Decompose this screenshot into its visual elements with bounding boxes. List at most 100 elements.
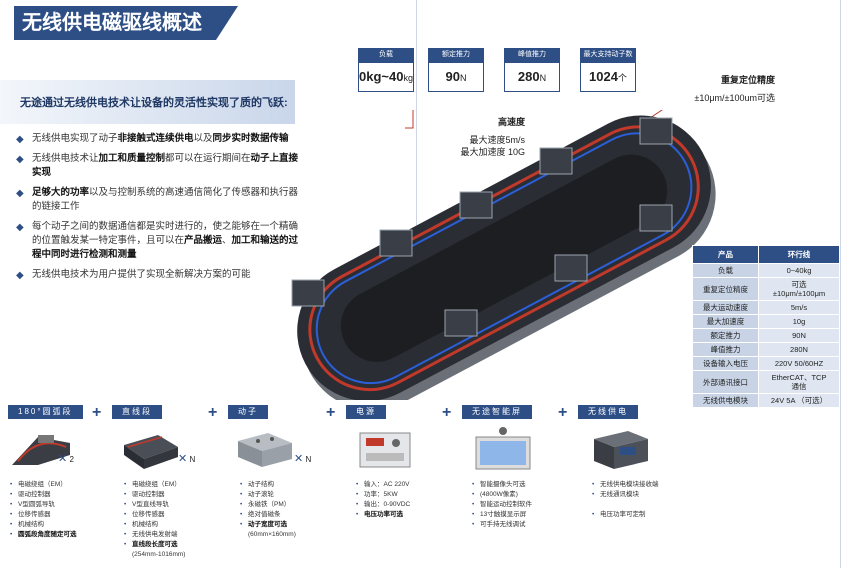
table-value-cell: 5m/s xyxy=(758,300,840,315)
list-item-highlight: 电压功率可选 xyxy=(356,510,410,520)
feature-bullet: ◆足够大的功率以及与控制系统的高速通信简化了传感器和执行器的链接工作 xyxy=(16,187,299,212)
quantity-label: ✕ N xyxy=(294,453,312,465)
list-item: 电磁绕组（EM） xyxy=(124,480,185,490)
plus-icon: + xyxy=(442,404,452,421)
spec-label: 额定推力 xyxy=(428,48,484,62)
list-item: 驱动控制器 xyxy=(124,490,185,500)
list-item: 电压功率可定制 xyxy=(592,510,659,520)
table-value-cell: 90N xyxy=(758,328,840,343)
spec-label: 负载 xyxy=(358,48,414,62)
list-item-highlight: 圆弧段角度随定可选 xyxy=(10,530,77,540)
list-item: 输出：0-90VDC xyxy=(356,500,410,510)
list-item: 位移传感器 xyxy=(124,510,185,520)
product-tab-screen: 无途智能屏 xyxy=(462,405,532,419)
spec-rated-thrust: 额定推力 90N xyxy=(428,48,484,92)
list-item: (4800W像素) xyxy=(472,490,532,500)
table-key-cell: 额定推力 xyxy=(691,328,760,343)
mover xyxy=(639,117,673,145)
callout-head: 重复定位精度 xyxy=(720,75,775,85)
mover xyxy=(444,309,478,337)
diamond-icon: ◆ xyxy=(16,134,24,145)
callout-line: 最大加速度 10G xyxy=(460,147,525,157)
table-header: 产品 xyxy=(691,245,760,264)
product-list-screen: 智能摄像头可选(4800W像素)智能运动控制软件13寸触摸显示屏可手持无线调试 xyxy=(472,480,532,530)
quantity-label: ✕ N xyxy=(178,453,196,465)
table-header: 环行线 xyxy=(758,245,840,264)
power-supply-image xyxy=(359,432,411,468)
list-item: 输入：AC 220V xyxy=(356,480,410,490)
track-inner xyxy=(340,154,668,362)
list-item: 位移传感器 xyxy=(10,510,77,520)
table-key-cell: 设备输入电压 xyxy=(691,356,760,371)
table-row: 重复定位精度可选±10μm/±100μm xyxy=(691,277,840,301)
product-tab-wireless: 无线供电 xyxy=(578,405,638,419)
spec-label: 最大支持动子数 xyxy=(580,48,636,62)
smart-screen-image xyxy=(475,427,531,470)
list-item-note: (60mm×160mm) xyxy=(248,531,296,538)
spec-value: 1024个 xyxy=(580,62,636,92)
table-key-cell: 负载 xyxy=(691,263,760,278)
table-key-cell: 峰值推力 xyxy=(691,342,760,357)
product-list-straight: 电磁绕组（EM）驱动控制器V型直线导轨位移传感器机械结构无线供电发射端直线段长度… xyxy=(124,480,185,560)
list-item: 动子结构 xyxy=(240,480,296,490)
plus-icon: + xyxy=(208,404,218,421)
list-item: 驱动控制器 xyxy=(10,490,77,500)
quantity-label: ✕ 2 xyxy=(58,453,74,465)
arc-segment-image xyxy=(12,435,70,465)
diamond-icon: ◆ xyxy=(16,222,24,233)
callout-head: 高速度 xyxy=(497,117,525,127)
diamond-icon: ◆ xyxy=(16,154,24,165)
mover xyxy=(459,191,493,219)
table-value-cell: 0~40kg xyxy=(758,263,840,278)
list-item: 永磁铁（PM） xyxy=(240,500,296,510)
product-tab-straight: 直线段 xyxy=(112,405,162,419)
list-item: V型直线导轨 xyxy=(124,500,185,510)
product-list-arc: 电磁绕组（EM）驱动控制器V型圆弧导轨位移传感器机械结构圆弧段角度随定可选 xyxy=(10,480,77,540)
callout-line: 最大速度5m/s xyxy=(469,135,525,145)
table-key-cell: 无线供电模块 xyxy=(691,393,760,408)
product-list-wireless: 无线供电模块接收端无线通讯模块 电压功率可定制 xyxy=(592,480,659,520)
plus-icon: + xyxy=(326,404,336,421)
list-item: 无线供电模块接收端 xyxy=(592,480,659,490)
page-title: 无线供电磁驱线概述 xyxy=(14,6,238,40)
table-key-cell: 最大加速度 xyxy=(691,314,760,329)
feature-bullet: ◆无线供电技术为用户提供了实现全新解决方案的可能 xyxy=(16,269,251,281)
divider-right xyxy=(840,0,841,568)
spec-value: 0kg~40kg xyxy=(358,62,414,92)
plus-icon: + xyxy=(558,404,568,421)
feature-bullet: ◆无线供电技术让加工和质量控制都可以在运行期间在动子上直接实现 xyxy=(16,153,299,178)
callout-value: ±10μm/±100um可选 xyxy=(694,93,775,103)
table-key-cell: 外部通讯接口 xyxy=(691,370,760,394)
divider xyxy=(416,0,417,390)
spec-peak-thrust: 峰值推力 280N xyxy=(504,48,560,92)
mover xyxy=(639,204,673,232)
list-item: 机械结构 xyxy=(10,520,77,530)
list-item: 智能摄像头可选 xyxy=(472,480,532,490)
spec-label: 峰值推力 xyxy=(504,48,560,62)
list-item: 绝对值磁条 xyxy=(240,510,296,520)
table-value-cell: 可选±10μm/±100μm xyxy=(758,277,840,301)
list-item: 电磁绕组（EM） xyxy=(10,480,77,490)
intro-banner: 无途通过无线供电技术让设备的灵活性实现了质的飞跃: xyxy=(0,80,295,124)
list-item: 动子滚轮 xyxy=(240,490,296,500)
table-value-cell: 10g xyxy=(758,314,840,329)
product-tab-arc: 180°圆弧段 xyxy=(8,405,83,419)
list-item-note: (254mm-1016mm) xyxy=(132,551,186,558)
speed-leader-line xyxy=(405,110,414,129)
table-key-cell: 重复定位精度 xyxy=(691,277,760,301)
list-item-highlight: 动子宽度可选 xyxy=(240,520,296,530)
list-item: 智能运动控制软件 xyxy=(472,500,532,510)
speed-callout: 高速度 最大速度5m/s 最大加速度 10G xyxy=(430,116,525,158)
spec-value: 90N xyxy=(428,62,484,92)
list-item: 无线供电发射端 xyxy=(124,530,185,540)
spec-value: 280N xyxy=(504,62,560,92)
spec-load: 负载 0kg~40kg xyxy=(358,48,414,92)
list-item xyxy=(592,500,659,510)
